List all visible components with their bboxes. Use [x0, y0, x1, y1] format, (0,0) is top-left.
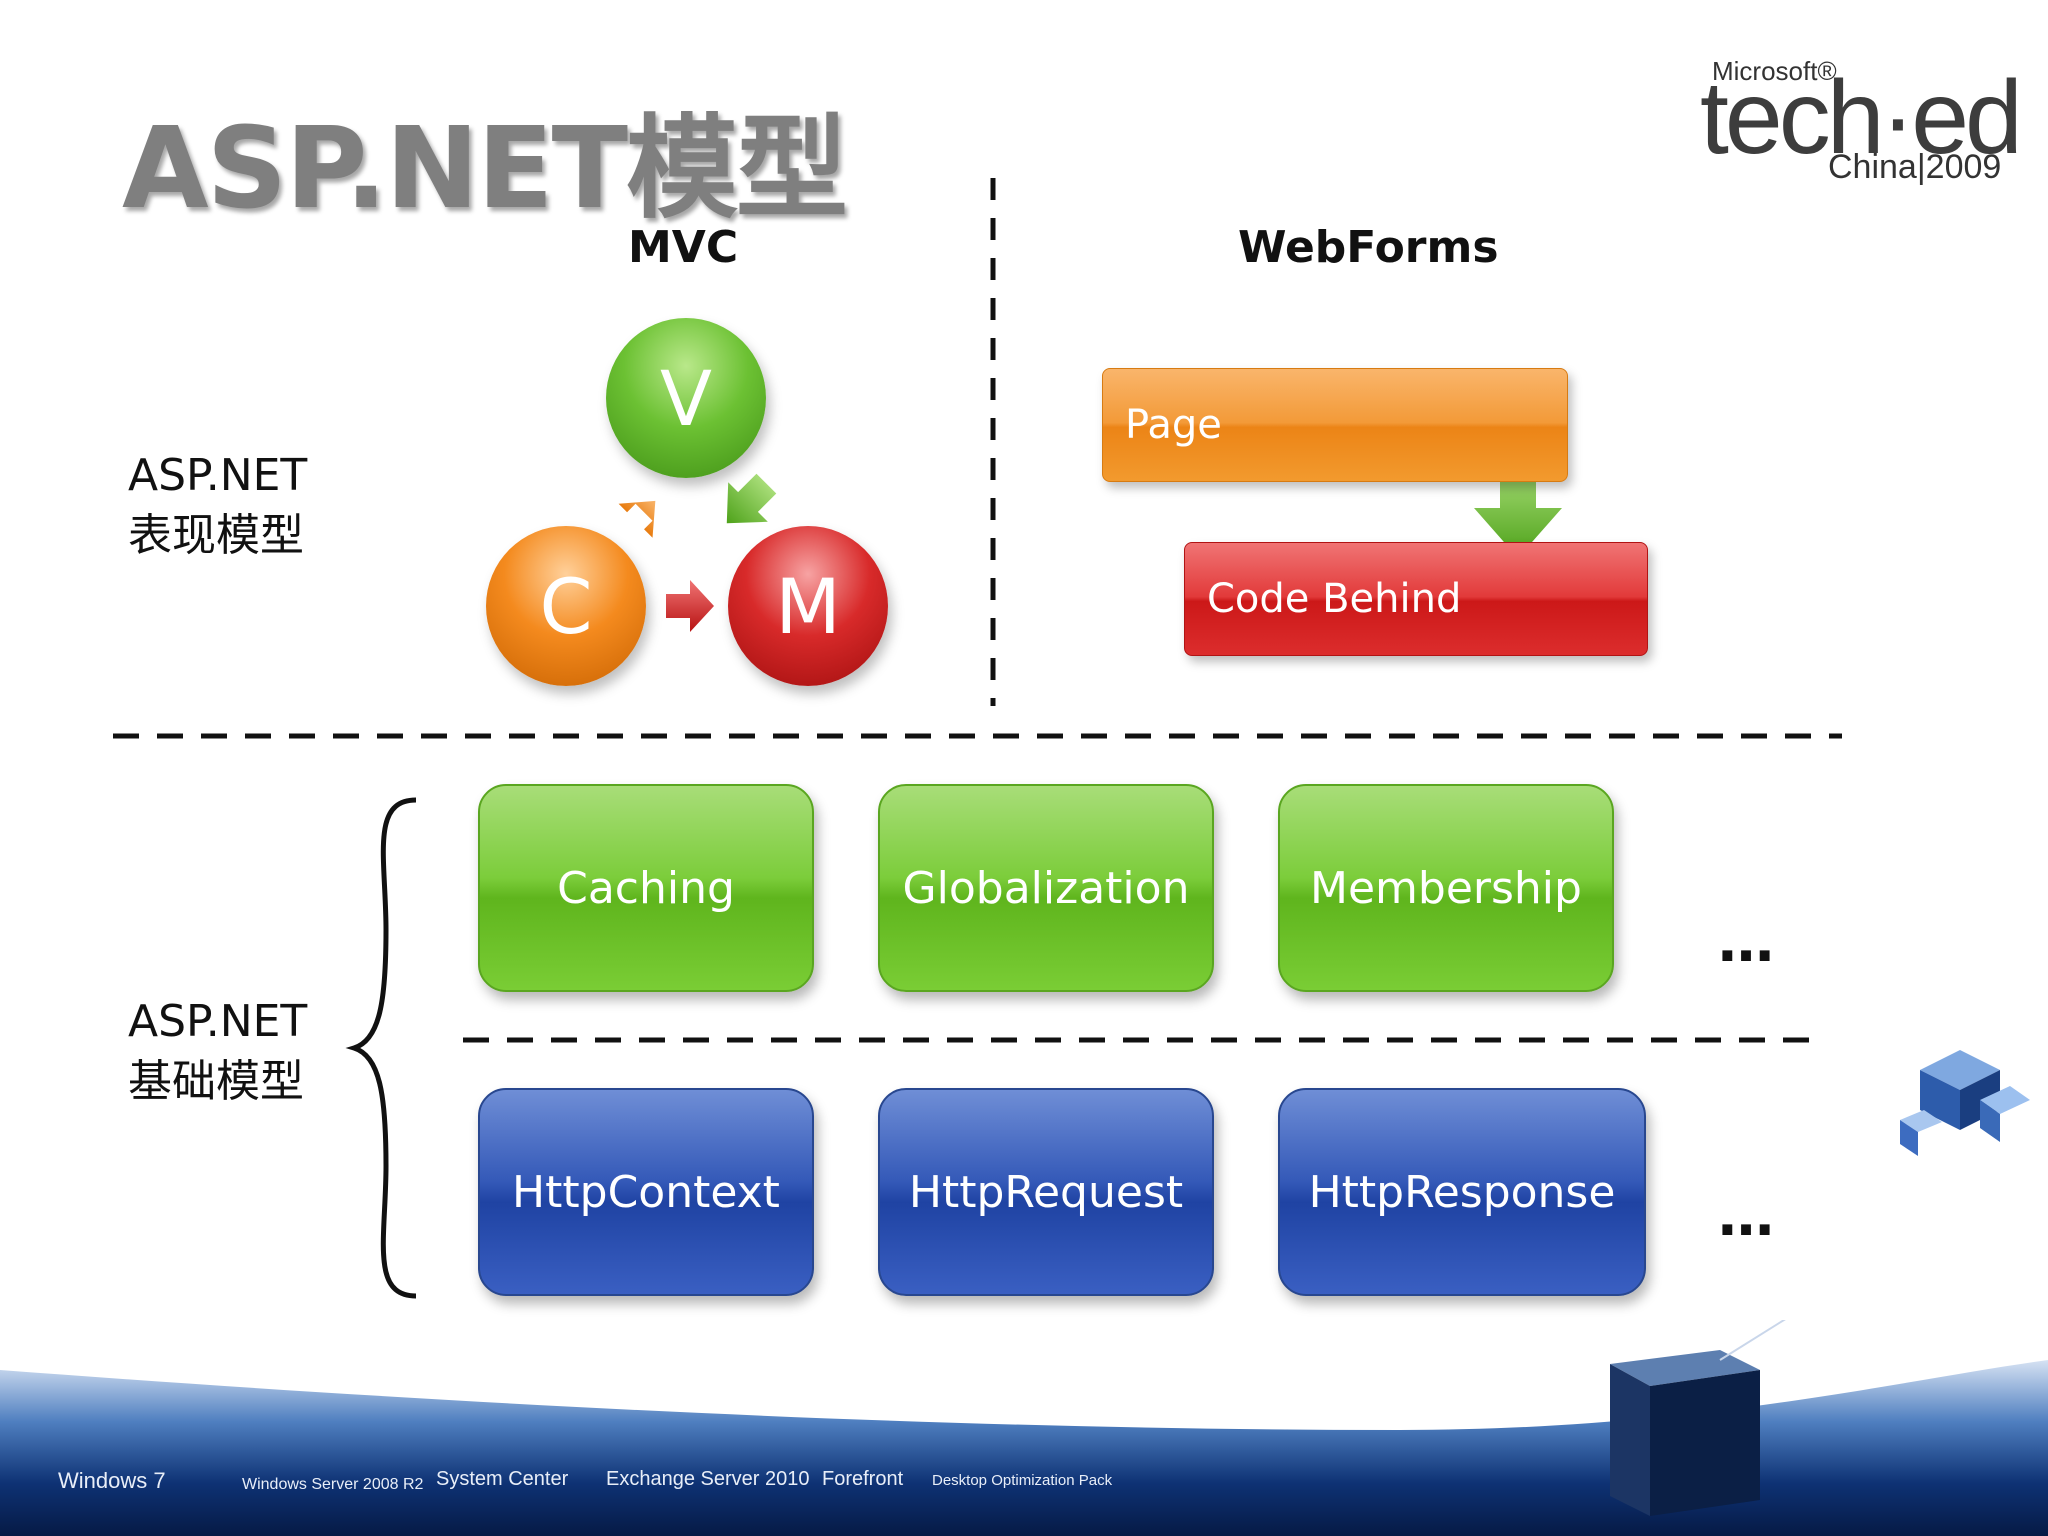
- page-bar: Page: [1102, 368, 1568, 482]
- logo-teched: tech·ed: [1700, 60, 2023, 176]
- footer-product-windows7: Windows 7: [58, 1468, 166, 1493]
- presentation-model-label: ASP.NET 表现模型: [128, 450, 308, 561]
- footer-product-exchange: Exchange Server 2010: [606, 1468, 810, 1490]
- mvc-heading: MVC: [628, 222, 739, 273]
- footer-product-system-center: System Center: [436, 1468, 569, 1490]
- globalization-box: Globalization: [878, 784, 1214, 992]
- arrow-page-to-code-icon: [1474, 464, 1562, 558]
- httprequest-box: HttpRequest: [878, 1088, 1214, 1296]
- membership-box: Membership: [1278, 784, 1614, 992]
- httpresponse-box: HttpResponse: [1278, 1088, 1646, 1296]
- httpcontext-box: HttpContext: [478, 1088, 814, 1296]
- footer-band: [0, 1320, 2048, 1536]
- page-title: ASP.NET模型: [122, 104, 848, 234]
- arrow-c-to-m-icon: [666, 580, 714, 632]
- caching-box: Caching: [478, 784, 814, 992]
- logo-microsoft: Microsoft®: [1712, 56, 1837, 86]
- arrow-v-to-m-icon: [726, 473, 777, 524]
- mvc-view-circle: V: [606, 318, 766, 478]
- core-ellipsis: …: [1718, 1184, 1778, 1249]
- curly-brace: [345, 797, 417, 1299]
- code-behind-bar: Code Behind: [1184, 542, 1648, 656]
- mvc-model-circle: M: [728, 526, 888, 686]
- webforms-heading: WebForms: [1238, 222, 1499, 273]
- footer-product-forefront: Forefront: [822, 1468, 904, 1490]
- foundation-model-label: ASP.NET 基础模型: [128, 996, 308, 1107]
- footer-product-dop: Desktop Optimization Pack: [932, 1472, 1113, 1489]
- services-ellipsis: …: [1718, 910, 1778, 975]
- footer-product-windows-server: Windows Server 2008 R2: [242, 1476, 424, 1493]
- teched-logo: Microsoft® tech·ed China|2009: [1700, 52, 2023, 192]
- arrow-c-to-v-icon: [618, 500, 656, 538]
- mvc-controller-circle: C: [486, 526, 646, 686]
- decorative-cubes-icon: [1900, 1050, 2030, 1156]
- logo-china-year: China|2009: [1828, 148, 2002, 186]
